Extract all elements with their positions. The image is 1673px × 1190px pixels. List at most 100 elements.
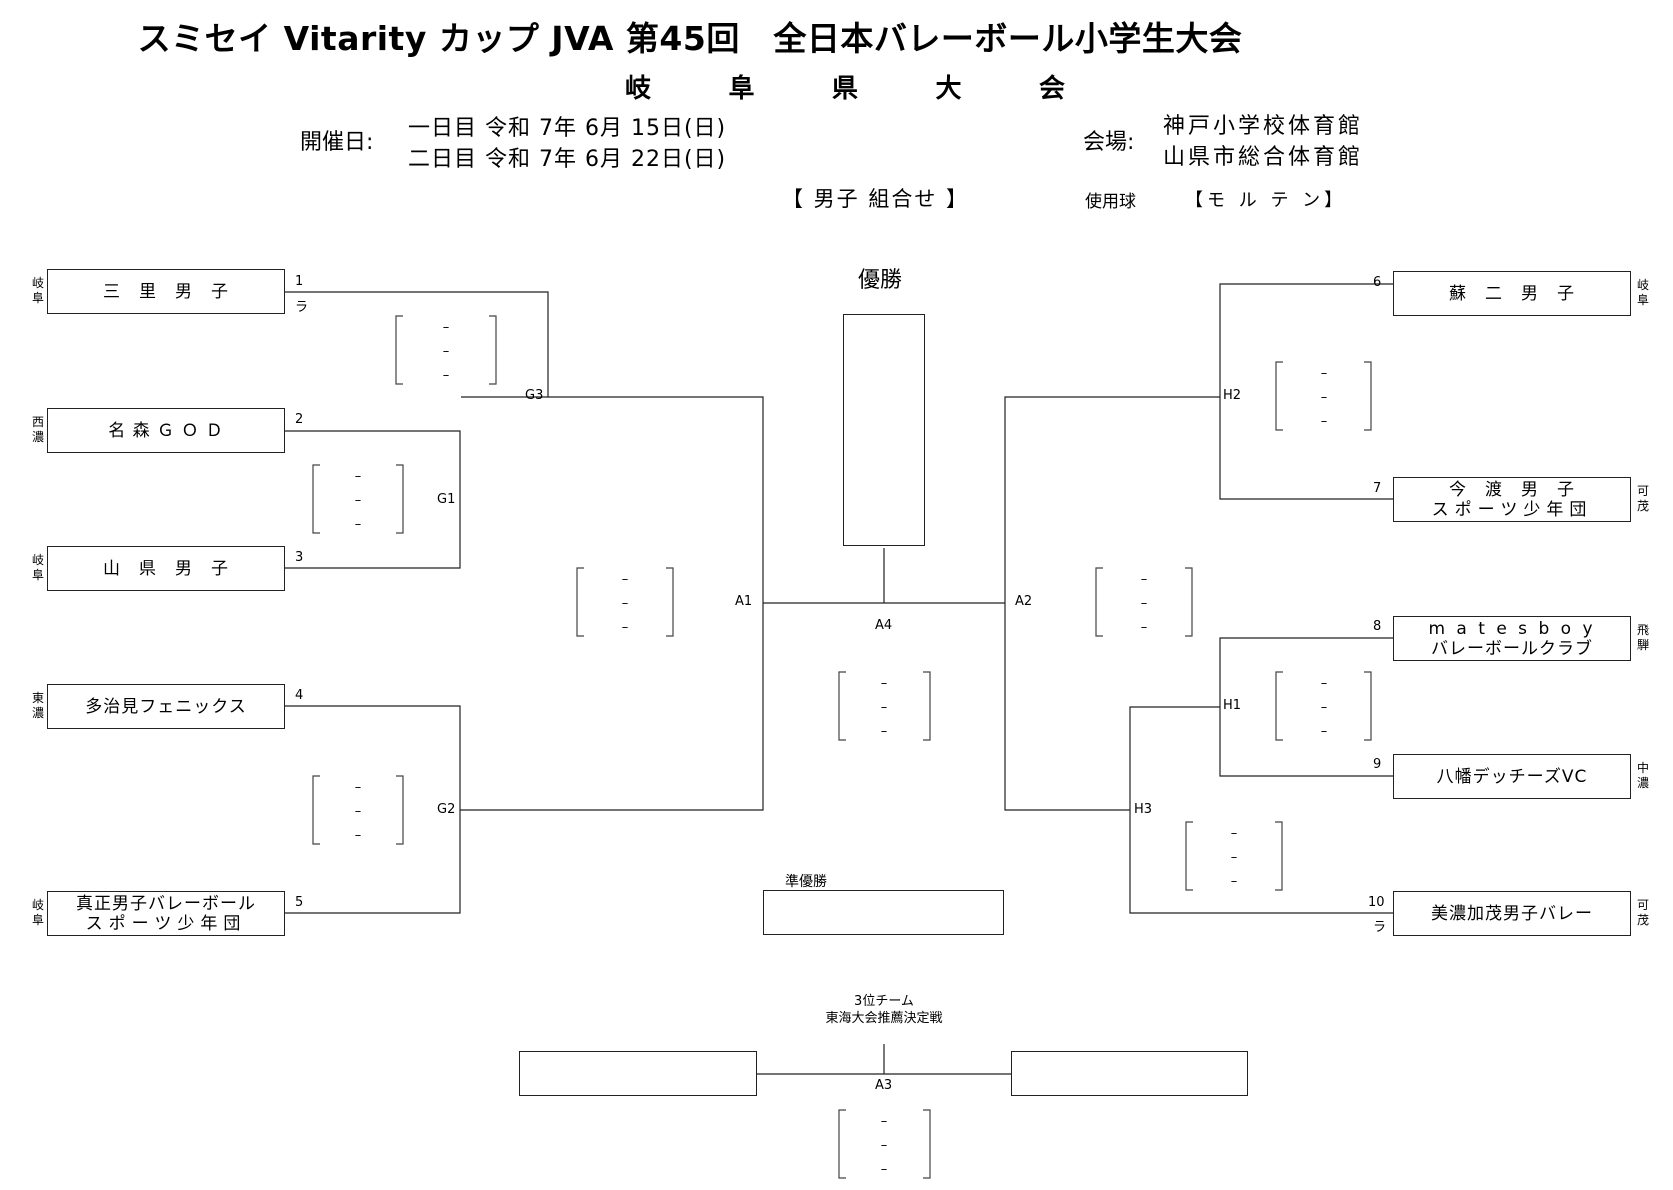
- team-name: m a t e s b o y: [1428, 618, 1596, 639]
- team-name: 三 里 男 子: [103, 281, 229, 302]
- bracket-line-a1: [460, 396, 764, 811]
- team-box-7: 今 渡 男 子スポーツ少年団: [1393, 477, 1631, 522]
- seed-number: 7: [1373, 481, 1382, 496]
- score-a3: –––: [880, 1114, 888, 1177]
- score-bracket-h1: [1275, 671, 1372, 741]
- team-box-5: 真正男子バレーボールスポーツ少年団: [47, 891, 285, 936]
- match-code-a4: A4: [875, 618, 893, 633]
- team-name: 今 渡 男 子: [1449, 479, 1575, 500]
- region-label: 岐阜: [31, 553, 44, 582]
- seed-number: 1: [295, 274, 304, 289]
- seed-number: 10: [1368, 895, 1385, 910]
- third-place-label: 3位チーム 東海大会推薦決定戦: [784, 993, 984, 1027]
- date-label: 開催日:: [300, 130, 374, 155]
- team-name: 八幡デッチーズVC: [1436, 766, 1588, 787]
- team-name-line2: バレーボールクラブ: [1431, 638, 1593, 659]
- runner-up-label: 準優勝: [785, 874, 827, 890]
- third-place-box-left: [519, 1051, 757, 1096]
- score-a4: –––: [880, 676, 888, 739]
- score-h2: –––: [1320, 366, 1328, 429]
- team-name: 美濃加茂男子バレー: [1431, 903, 1593, 924]
- champion-box: [843, 314, 925, 546]
- bracket-line-h1: [1219, 637, 1393, 777]
- region-label: 可茂: [1636, 898, 1649, 927]
- seed-number: 3: [295, 550, 304, 565]
- region-label: 中濃: [1636, 761, 1649, 790]
- ball-label: 使用球: [1085, 192, 1136, 212]
- bracket-line-a2: [1004, 396, 1220, 811]
- team-box-2: 名 森 Ｇ Ｏ Ｄ: [47, 408, 285, 453]
- bracket-line-h2: [1219, 283, 1393, 500]
- score-g1: –––: [354, 469, 362, 532]
- subtitle-char: 会: [1038, 74, 1065, 104]
- venue-2: 山県市総合体育館: [1163, 145, 1364, 170]
- champion-label: 優勝: [858, 268, 903, 293]
- score-bracket-g2: [312, 775, 404, 845]
- team-name: 蘇 二 男 子: [1449, 283, 1575, 304]
- score-a2: –––: [1140, 572, 1148, 635]
- score-g3: –––: [442, 320, 450, 383]
- region-label: 飛騨: [1636, 623, 1649, 652]
- team-name: 多治見フェニックス: [85, 696, 247, 717]
- team-box-3: 山 県 男 子: [47, 546, 285, 591]
- score-a1: –––: [621, 572, 629, 635]
- seed-number: 8: [1373, 619, 1382, 634]
- match-code-g2: G2: [437, 802, 456, 817]
- region-label: 岐阜: [31, 276, 44, 305]
- region-label: 東濃: [31, 691, 44, 720]
- subtitle-char: 県: [831, 74, 858, 104]
- region-label: 岐阜: [1636, 278, 1649, 307]
- bracket-line-g2: [285, 705, 461, 914]
- score-bracket-a4: [838, 671, 931, 741]
- team-box-6: 蘇 二 男 子: [1393, 271, 1631, 316]
- team-box-4: 多治見フェニックス: [47, 684, 285, 729]
- score-bracket-g3: [395, 315, 497, 385]
- seed-number: 5: [295, 895, 304, 910]
- venue-1: 神戸小学校体育館: [1163, 114, 1364, 139]
- team-box-10: 美濃加茂男子バレー: [1393, 891, 1631, 936]
- section-title: 【 男子 組合せ 】: [782, 187, 970, 211]
- team-name: 真正男子バレーボール: [76, 893, 256, 914]
- match-code-a3: A3: [875, 1078, 893, 1093]
- score-bracket-g1: [312, 464, 404, 534]
- match-code-g1: G1: [437, 492, 456, 507]
- team-box-9: 八幡デッチーズVC: [1393, 754, 1631, 799]
- region-label: 可茂: [1636, 484, 1649, 513]
- score-bracket-a2: [1095, 567, 1193, 637]
- ball-brand: 【モ ル テ ン】: [1185, 190, 1347, 211]
- region-label: 岐阜: [31, 898, 44, 927]
- seed-number: 2: [295, 412, 304, 427]
- score-h1: –––: [1320, 676, 1328, 739]
- venue-label: 会場:: [1083, 130, 1135, 155]
- page-subtitle: 岐 阜 県 大 会: [625, 68, 1065, 105]
- third-place-label-1: 3位チーム: [854, 994, 914, 1009]
- score-h3: –––: [1230, 826, 1238, 889]
- match-code-a1: A1: [735, 594, 753, 609]
- date-day1: 一日目 令和 7年 6月 15日(日): [408, 116, 727, 141]
- page-title: スミセイ Vitarity カップ JVA 第45回 全日本バレーボール小学生大…: [137, 19, 1243, 58]
- score-bracket-h3: [1185, 821, 1283, 891]
- team-name: 山 県 男 子: [103, 558, 229, 579]
- subtitle-char: 阜: [728, 74, 755, 104]
- match-code-g3: G3: [525, 388, 544, 403]
- runner-up-box: [763, 890, 1004, 935]
- team-name-line2: スポーツ少年団: [85, 913, 247, 934]
- score-bracket-a3: [838, 1109, 931, 1179]
- date-day2: 二日目 令和 7年 6月 22日(日): [408, 147, 727, 172]
- seed-number: 6: [1373, 275, 1382, 290]
- score-bracket-a1: [576, 567, 674, 637]
- third-place-box-right: [1011, 1051, 1248, 1096]
- match-code-h3: H3: [1134, 802, 1153, 817]
- bracket-line-h3: [1129, 706, 1393, 914]
- match-code-h2: H2: [1223, 388, 1242, 403]
- team-mark: ラ: [295, 300, 309, 315]
- team-name: 名 森 Ｇ Ｏ Ｄ: [108, 420, 224, 441]
- match-code-h1: H1: [1223, 698, 1242, 713]
- match-code-a2: A2: [1015, 594, 1033, 609]
- seed-number: 4: [295, 688, 304, 703]
- seed-number: 9: [1373, 757, 1382, 772]
- score-bracket-h2: [1275, 361, 1372, 431]
- team-name-line2: スポーツ少年団: [1431, 499, 1593, 520]
